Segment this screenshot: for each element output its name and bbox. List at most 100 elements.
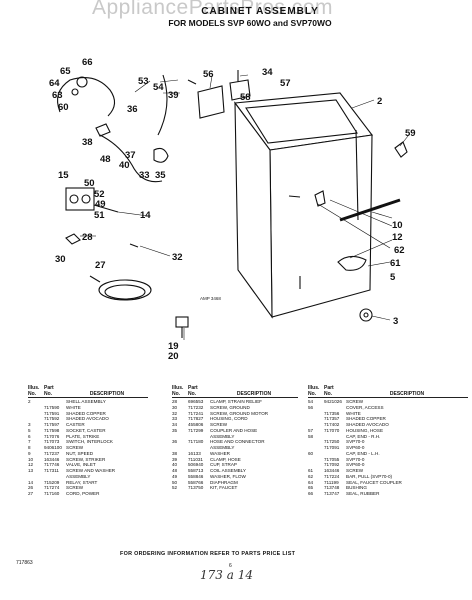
illus-number: 8 — [28, 445, 31, 451]
callout-28: 28 — [82, 232, 93, 243]
callout-36: 36 — [127, 104, 138, 115]
part-number: 717827 — [188, 416, 204, 422]
illus-number: 28 — [172, 399, 178, 405]
faucet-coupler-hose — [57, 77, 116, 117]
caster — [359, 308, 373, 322]
part-number: 717592 — [44, 416, 60, 422]
illus-number: 34 — [172, 422, 178, 428]
part-number: 717299 — [188, 427, 204, 433]
part-description: SCREW, GROUND — [210, 404, 250, 410]
part-description: SEAL, RUBBER — [346, 491, 380, 497]
end-cap-lh — [314, 190, 326, 207]
pull-bar — [339, 198, 401, 222]
callout-62: 62 — [394, 245, 405, 256]
hose-clamp — [153, 147, 169, 163]
illus-number: 58 — [308, 433, 314, 439]
part-number: 711199 — [324, 479, 339, 485]
part-description: COIL ASSEMBLY — [210, 468, 246, 474]
illus-number: 38 — [172, 450, 178, 456]
watermark: AppliancePartsPros.com — [92, 0, 333, 19]
part-description: SCREW, GROUND MOTOR — [210, 410, 269, 416]
illus-number: 5 — [28, 427, 31, 433]
part-description: SCREW — [346, 468, 364, 474]
part-description: SHELL ASSEMBLY — [66, 399, 106, 405]
power-cord — [98, 279, 152, 301]
part-number: 717241 — [188, 410, 204, 416]
table-row: 48 558713 COIL ASSEMBLY — [172, 468, 298, 474]
callout-15: 15 — [58, 170, 69, 181]
part-number: 717076 — [44, 433, 60, 439]
illus-number: 14 — [28, 479, 34, 485]
part-description: BUSHING — [346, 485, 367, 491]
hose-housing — [229, 79, 251, 101]
part-description: CLAMP, STRAIN RELIEF — [210, 399, 262, 405]
page-mark: 6 — [229, 563, 232, 569]
illus-number: 30 — [172, 404, 178, 410]
callout-20: 20 — [168, 351, 179, 362]
part-description: SOCKET, CASTER — [66, 427, 106, 433]
part-number: 717402 — [324, 422, 340, 428]
part-number: 16133 — [188, 450, 201, 456]
part-description: SCREW AND WASHER — [66, 468, 116, 474]
part-description: SHADED COPPER — [346, 416, 386, 422]
illus-number: 49 — [172, 473, 178, 479]
callout-63: 63 — [52, 90, 63, 101]
part-description: NUT, SPEED — [66, 450, 94, 456]
part-description: WASHER, FLOW — [210, 473, 246, 479]
part-number: 717092 — [324, 462, 340, 468]
illus-number: 62 — [308, 473, 314, 479]
access-cover — [197, 85, 225, 119]
callout-37: 37 — [125, 150, 136, 161]
part-number: 9406100 — [44, 445, 62, 451]
part-description: CAP, END - L.H. — [346, 450, 380, 456]
part-description: RELAY, START — [66, 479, 98, 485]
inlet-valve — [65, 187, 95, 211]
part-number: 717590 — [44, 404, 60, 410]
callout-54: 54 — [153, 82, 164, 93]
illus-number: 40 — [172, 462, 178, 468]
callout-12: 12 — [392, 232, 403, 243]
part-number: 696553 — [188, 399, 204, 405]
part-description: SHADED AVOCADO — [66, 416, 109, 422]
part-number: 558766 — [188, 479, 204, 485]
part-number: 717274 — [44, 485, 60, 491]
illus-number: 48 — [172, 468, 178, 474]
illus-number: 13 — [28, 468, 34, 474]
part-number: 717180 — [188, 439, 204, 445]
illus-number: 2 — [28, 399, 31, 405]
part-number: 558713 — [188, 468, 204, 474]
illus-number: 3 — [28, 422, 31, 428]
exploded-diagram: 66 65 64 63 60 53 36 38 37 40 48 15 50 5… — [49, 57, 416, 362]
end-cap-rh — [394, 141, 408, 158]
illus-number: 50 — [172, 479, 178, 485]
callout-30: 30 — [55, 254, 66, 265]
illus-number: 12 — [28, 462, 34, 468]
part-description: SHADED COPPER — [66, 410, 106, 416]
ordering-note: FOR ORDERING INFORMATION REFER TO PARTS … — [120, 551, 296, 557]
callout-60: 60 — [58, 102, 69, 113]
part-description: CLAMP, HOSE — [210, 456, 241, 462]
part-description: PLATE, STRIKE — [66, 433, 100, 439]
callout-27: 27 — [95, 260, 106, 271]
